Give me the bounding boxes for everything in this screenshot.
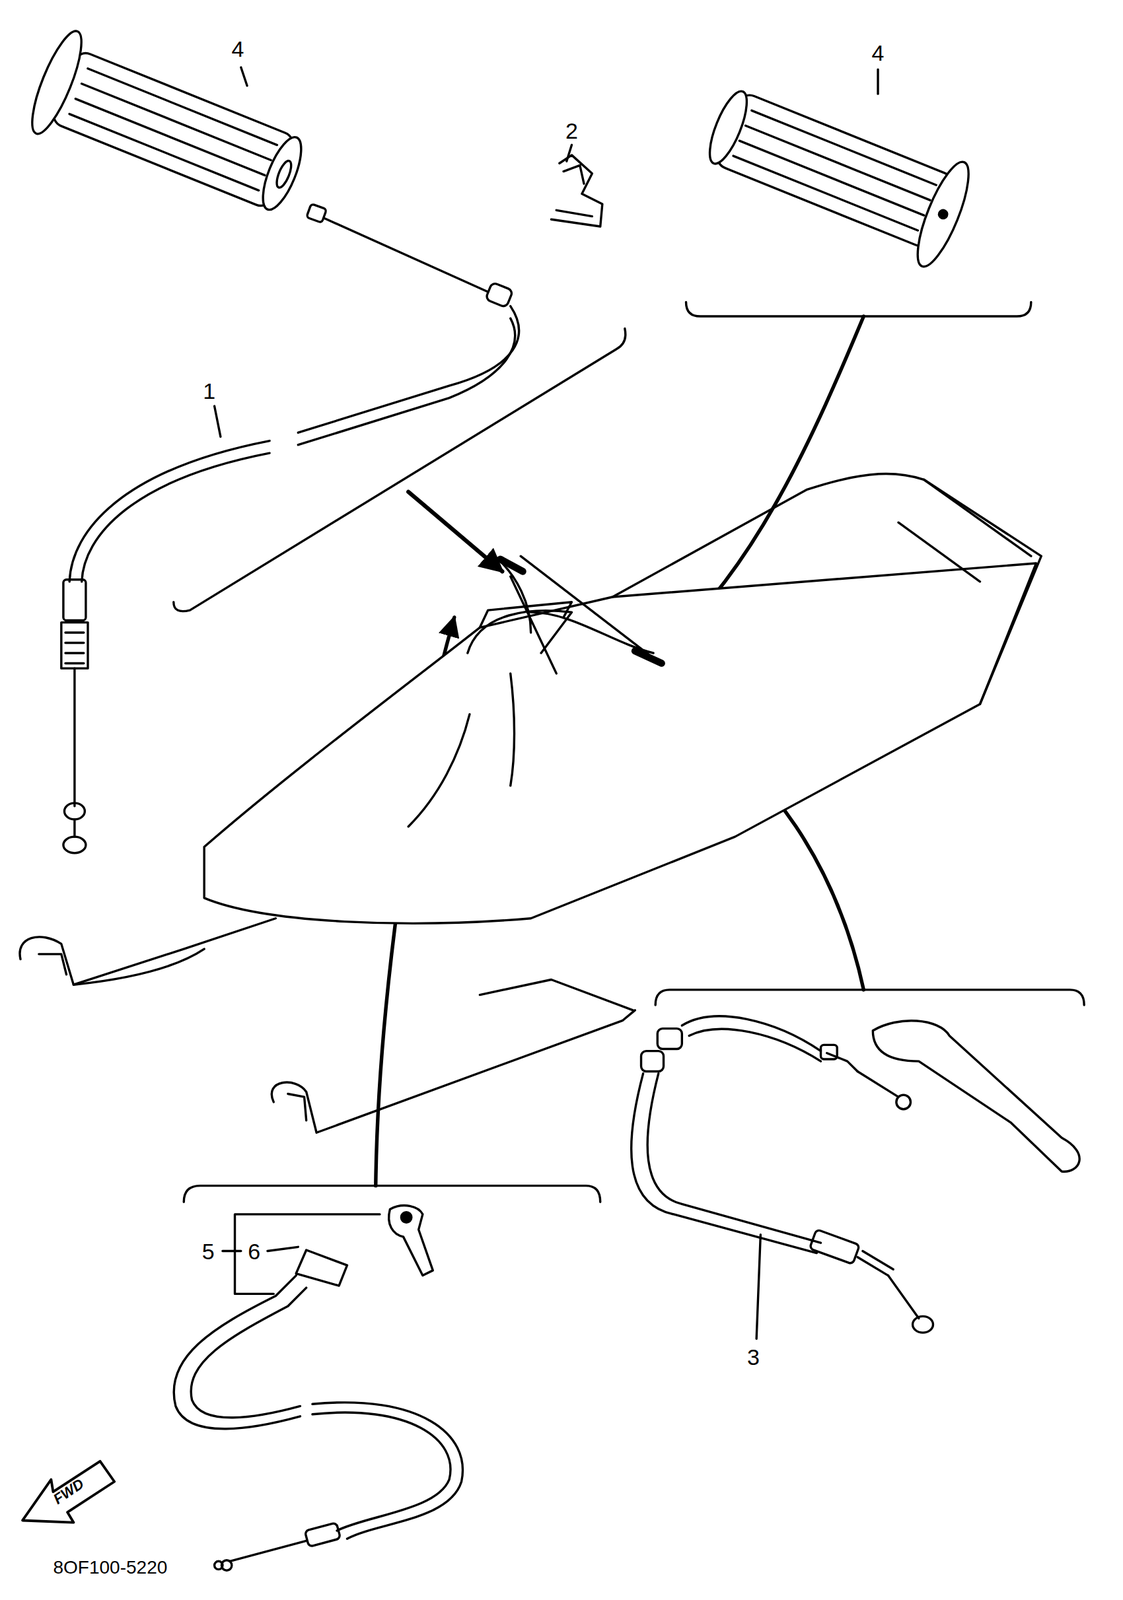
assembly-bracket (173, 301, 1085, 1203)
throttle-cable (64, 803, 85, 820)
callout-number: 4 (231, 37, 245, 61)
brake-cable (641, 1051, 664, 1073)
throttle-cable (73, 819, 76, 837)
throttle-cable (297, 318, 515, 446)
forward-arrow (22, 1461, 115, 1524)
handlebar-grip (23, 25, 316, 230)
throttle-cable (73, 668, 76, 807)
assembly-bracket (183, 1186, 600, 1203)
choke-cable (312, 1403, 463, 1540)
brake-cable (631, 1016, 1080, 1340)
choke-cable (173, 1276, 300, 1430)
snowmobile-body (924, 479, 1042, 705)
handlebar-grip (23, 25, 92, 139)
choke-cable (400, 1212, 411, 1223)
brake-cable (912, 1316, 934, 1334)
throttle-cable (324, 218, 488, 292)
snowmobile-body (500, 556, 654, 674)
choke-cable (229, 1541, 307, 1562)
brake-cable (896, 1095, 911, 1110)
throttle-cable (69, 441, 270, 582)
snowmobile-body (19, 918, 276, 985)
callout-number: 3 (747, 1346, 760, 1369)
brake-cable (827, 1053, 858, 1073)
brake-cable (857, 1072, 899, 1098)
leader-line (566, 144, 573, 162)
snowmobile-body (479, 602, 572, 629)
forward-arrow (22, 1461, 115, 1524)
handlebar-grip (274, 159, 295, 190)
brake-cable (887, 1276, 919, 1320)
handlebar-grip (733, 110, 937, 231)
cable-clip (551, 155, 603, 227)
handlebar-grip (713, 91, 956, 250)
callout-number: 2 (565, 119, 579, 143)
handlebar-grip (938, 208, 949, 220)
choke-cable (389, 1206, 434, 1277)
snowmobile-body (467, 611, 573, 654)
throttle-cable (63, 836, 86, 854)
throttle-cable (297, 306, 519, 434)
snowmobile-body (38, 954, 67, 976)
throttle-cable (65, 632, 84, 664)
snowmobile-body (288, 1094, 307, 1122)
assembly-bracket (173, 328, 626, 612)
snowmobile-body (73, 949, 205, 985)
callout-number: 5 (202, 1240, 215, 1264)
assembly-bracket (408, 492, 503, 573)
snowmobile-body (19, 473, 1042, 1133)
snowmobile-body (408, 673, 514, 828)
choke-cable (295, 1250, 347, 1287)
brake-cable (809, 1230, 860, 1266)
throttle-cable (61, 622, 88, 670)
brake-cable (821, 1045, 838, 1060)
reference-dot (214, 1561, 223, 1570)
brake-cable (756, 1235, 761, 1340)
choke-cable (312, 1412, 451, 1532)
throttle-cable (63, 579, 86, 621)
choke-cable (267, 1247, 298, 1252)
brake-cable (688, 1029, 821, 1062)
assembly-bracket (655, 990, 1085, 1006)
choke-cable (304, 1523, 341, 1548)
snowmobile-body (204, 563, 1036, 924)
leader-line (241, 67, 248, 86)
leader-line (876, 69, 879, 94)
cable-clip (551, 155, 603, 227)
handlebar-grip (695, 70, 979, 273)
leader-line (214, 67, 878, 437)
brake-cable (872, 1021, 1080, 1172)
handlebar-grip (702, 87, 754, 169)
brake-cable (647, 1074, 821, 1244)
throttle-cable (485, 282, 514, 308)
brake-cable (631, 1074, 818, 1254)
throttle-cable (306, 204, 327, 224)
brake-cable (657, 1029, 682, 1050)
snowmobile-body (634, 651, 662, 664)
throttle-cable (81, 453, 270, 582)
brake-cable (857, 1251, 894, 1277)
handlebar-grip (49, 49, 297, 210)
callout-number: 4 (871, 41, 885, 65)
choke-cable (190, 1288, 306, 1419)
assembly-bracket (686, 301, 1032, 317)
snowmobile-body (898, 522, 981, 582)
callout-number: 6 (247, 1240, 261, 1264)
snowmobile-body (500, 559, 523, 573)
choke-cable (235, 1214, 380, 1295)
choke-cable (222, 1250, 242, 1253)
snowmobile-body (612, 473, 1032, 598)
snowmobile-body (271, 1010, 635, 1133)
handlebar-grip (254, 132, 309, 215)
drawing-number: 8OF100-5220 (53, 1558, 168, 1578)
choke-cable (173, 1206, 463, 1572)
brake-cable (681, 1016, 821, 1052)
leader-line (214, 406, 221, 437)
snowmobile-body (479, 979, 633, 1011)
callout-number: 1 (202, 379, 216, 403)
handlebar-grip (69, 68, 277, 191)
